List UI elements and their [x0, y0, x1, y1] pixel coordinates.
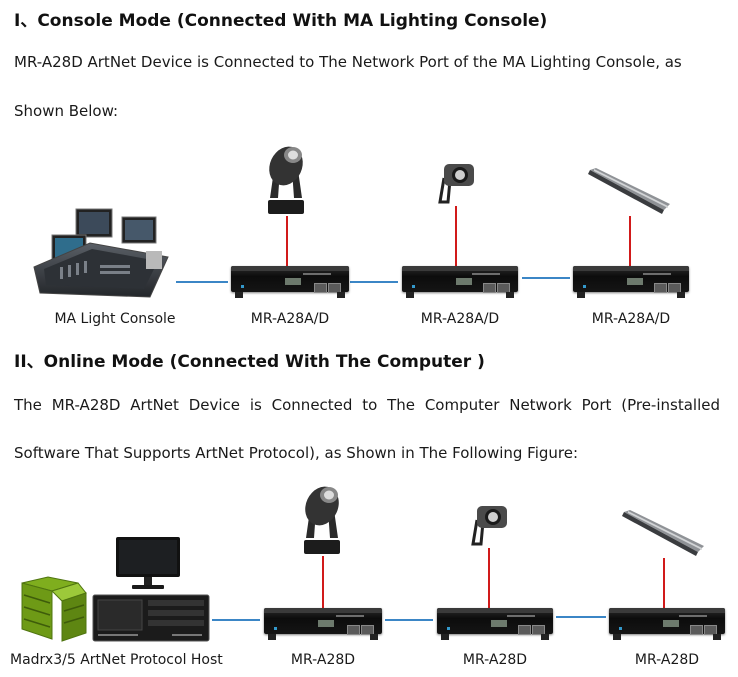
section1-paragraph-line1: MR-A28D ArtNet Device is Connected to Th…	[14, 53, 682, 71]
dmx-link-5	[488, 548, 490, 608]
network-link-1	[176, 281, 228, 283]
section1-heading: I、Console Mode (Connected With MA Lighti…	[14, 11, 548, 31]
madrix-logo-icon	[21, 576, 87, 642]
monitor-icon	[116, 537, 180, 589]
network-link-6	[556, 616, 606, 618]
dmx-link-4	[322, 556, 324, 608]
network-link-2	[350, 281, 398, 283]
section2-paragraph-line2: Software That Supports ArtNet Protocol),…	[14, 444, 579, 462]
industrial-pc-icon	[92, 594, 210, 642]
label-ma-light-console: MA Light Console	[54, 311, 176, 327]
section2-paragraph-line1: The MR-A28D ArtNet Device is Connected t…	[14, 396, 720, 414]
section1-paragraph-line2: Shown Below:	[14, 102, 119, 120]
label-device-4: MR-A28D	[290, 652, 356, 668]
label-artnet-host: Madrx3/5 ArtNet Protocol Host	[10, 652, 223, 668]
moving-head-light-icon	[304, 486, 340, 554]
dmx-link-1	[286, 216, 288, 266]
artnet-controller-2	[402, 266, 518, 298]
artnet-controller-1	[231, 266, 349, 298]
label-device-6: MR-A28D	[634, 652, 700, 668]
spot-light-icon	[471, 506, 507, 546]
moving-head-light-icon	[268, 146, 304, 214]
network-link-3	[522, 277, 570, 279]
led-bar-light-icon	[622, 510, 704, 556]
artnet-controller-6	[609, 608, 725, 640]
dmx-link-2	[455, 206, 457, 266]
dmx-link-3	[629, 216, 631, 266]
network-link-4	[212, 619, 260, 621]
artnet-controller-3	[573, 266, 689, 298]
label-device-5: MR-A28D	[462, 652, 528, 668]
section2-heading: II、Online Mode (Connected With The Compu…	[14, 352, 485, 372]
label-device-1: MR-A28A/D	[250, 311, 330, 327]
artnet-controller-4	[264, 608, 382, 640]
spot-light-icon	[438, 164, 474, 204]
lighting-console-icon	[33, 208, 169, 298]
led-bar-light-icon	[588, 168, 670, 214]
label-device-2: MR-A28A/D	[420, 311, 500, 327]
label-device-3: MR-A28A/D	[591, 311, 671, 327]
dmx-link-6	[663, 558, 665, 608]
artnet-controller-5	[437, 608, 553, 640]
network-link-5	[385, 619, 433, 621]
